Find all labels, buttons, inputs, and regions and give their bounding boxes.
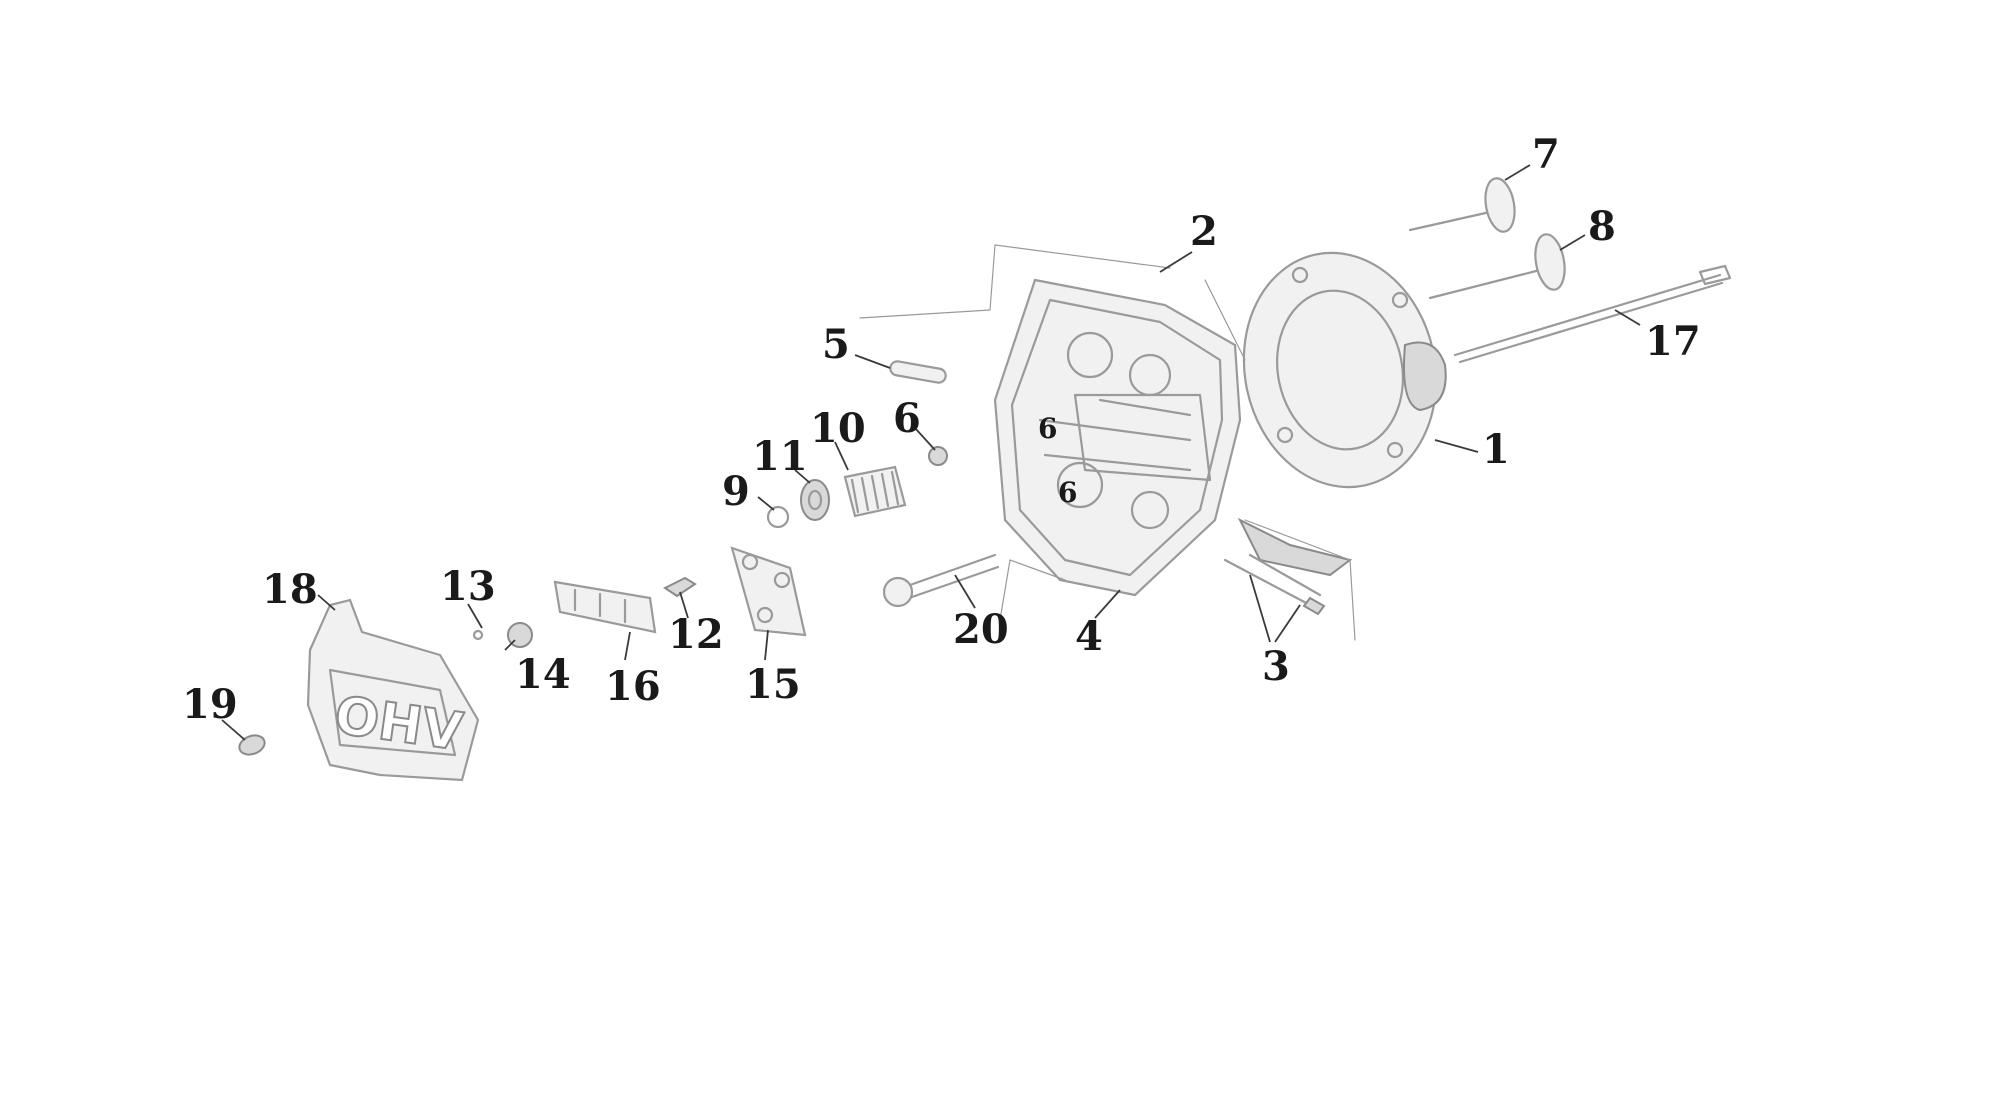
- inner-mark-6-lower: 6: [1058, 476, 1077, 509]
- part-11-retainer: [800, 479, 830, 521]
- part-18-rocker-cover: OHV: [306, 598, 480, 782]
- part-15-guide-plate: [730, 546, 807, 637]
- callout-16: 16: [605, 663, 661, 710]
- part-1-gasket: [1242, 251, 1447, 489]
- part-6-nut: [928, 446, 948, 466]
- callout-10: 10: [810, 405, 866, 452]
- callout-12: 12: [668, 611, 724, 658]
- part-7-valve: [1408, 177, 1516, 233]
- callout-labels: 1 2 3 4 5 6 7 8 9 10 11 12 13 14 15 16 1…: [182, 131, 1701, 728]
- part-13-pin: [472, 629, 484, 641]
- leader-lines: [221, 164, 1641, 741]
- callout-9: 9: [722, 468, 750, 515]
- part-20-bolt: [882, 553, 1000, 608]
- callout-4: 4: [1075, 613, 1103, 660]
- callout-6: 6: [893, 395, 921, 442]
- part-9-washer: [766, 505, 790, 529]
- callout-20: 20: [953, 606, 1009, 653]
- callout-18: 18: [262, 566, 318, 613]
- part-16-rocker-arm: [553, 580, 657, 634]
- part-12-stud: [663, 576, 697, 598]
- part-19-cover-bolt: [238, 734, 266, 756]
- callout-17: 17: [1645, 318, 1701, 365]
- cover-lettering: OHV: [331, 686, 466, 763]
- callout-11: 11: [752, 433, 808, 480]
- callout-14: 14: [515, 651, 571, 698]
- callout-19: 19: [182, 681, 238, 728]
- inner-mark-6-upper: 6: [1038, 412, 1057, 445]
- part-8-valve: [1428, 233, 1566, 300]
- part-2-outline-lines: [859, 244, 1356, 641]
- callout-3: 3: [1262, 643, 1290, 690]
- callout-13: 13: [440, 563, 496, 610]
- part-10-spring: [843, 465, 907, 518]
- callout-2: 2: [1190, 208, 1218, 255]
- callout-5: 5: [822, 321, 850, 368]
- callout-15: 15: [745, 661, 801, 708]
- callout-8: 8: [1588, 203, 1616, 250]
- part-3-pin: [1223, 553, 1326, 616]
- part-5-dowel: [889, 360, 947, 384]
- inner-marks: 6 6: [1038, 412, 1077, 509]
- part-2-cylinder-head: [993, 278, 1353, 597]
- callout-1: 1: [1482, 426, 1510, 473]
- callout-7: 7: [1532, 131, 1560, 178]
- part-17-push-rod: [1453, 264, 1732, 364]
